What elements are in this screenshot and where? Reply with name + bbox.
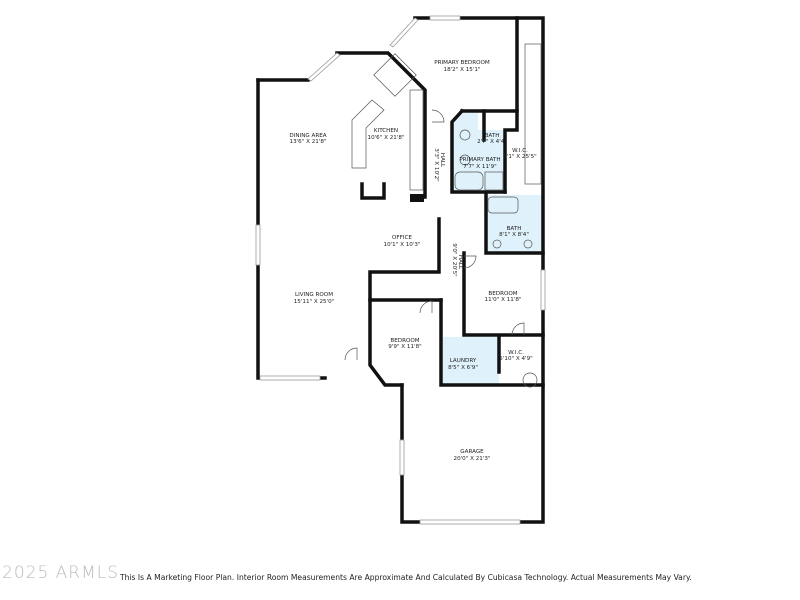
dims-hall-2: 9'0" X 20'5" [451,243,457,277]
closet-shelf [524,43,542,185]
window-living [255,224,261,266]
label-office: OFFICE [392,235,412,241]
label-bath: BATH [507,226,522,232]
watermark: 2025 ARMLS [2,563,120,583]
door-swing [419,300,433,314]
window-living-south [259,375,321,381]
dims-bath: 8'1" X 8'4" [499,232,529,238]
door-swing [463,255,477,269]
door-swing [344,347,358,361]
dims-wic-small: 5'10" X 4'9" [499,356,533,362]
sink-icon [459,129,471,141]
window-bedroom-bay [389,17,419,48]
windows [255,15,546,525]
dims-bedroom-left: 9'9" X 11'8" [388,344,422,350]
door-swing [511,322,525,336]
wall-bath [460,109,519,194]
label-hall-2: HALL [457,255,463,270]
dims-primary-bath: 7'7" X 11'9" [463,164,497,170]
dims-dining-area: 13'6" X 21'8" [290,139,327,145]
wall-bath-2 [484,193,545,255]
kitchen-counter [373,53,417,97]
label-dining-area: DINING AREA [289,133,326,139]
label-primary-bedroom: PRIMARY BEDROOM [434,60,490,66]
wall-column [410,194,424,202]
kitchen-counter-east [409,89,424,191]
wall-pantry [360,182,386,200]
window-garage [399,439,405,476]
wall-bedroom-right [462,251,545,337]
sink-icon [492,239,502,249]
dims-living-room: 15'11" X 25'0" [294,299,335,305]
dims-kitchen: 10'6" X 21'8" [368,135,405,141]
sink-icon [523,239,533,249]
disclaimer-text: This Is A Marketing Floor Plan. Interior… [120,573,692,582]
walls [256,16,545,524]
wall-west [256,78,327,380]
wall-east-garage [400,16,545,524]
bath-floor [486,195,542,253]
dims-office: 10'1" X 10'3" [384,242,421,248]
wall-primary-bath [450,108,507,194]
shower-icon [484,171,504,191]
dims-garage: 20'0" X 21'3" [454,456,491,462]
dims-primary-bedroom: 18'2" X 15'1" [444,67,481,73]
label-hall-1: HALL [439,153,445,168]
window-bedroom [429,15,461,21]
bathtub-icon [487,196,519,214]
laundry-floor [443,337,499,384]
window-bedroom-right [540,269,546,311]
label-wic-primary: W.I.C. [512,148,528,154]
garage-door [419,519,521,525]
sink-icon [459,154,471,166]
label-laundry: LAUNDRY [450,358,477,364]
label-bedroom-right: BEDROOM [488,291,517,297]
label-kitchen: KITCHEN [374,128,398,134]
door-swing [431,109,445,123]
wall-office [368,217,443,302]
label-primary-bath: PRIMARY BATH [459,157,500,163]
label-garage: GARAGE [460,449,484,455]
kitchen-island [351,99,385,169]
dims-bath-small: 2'7" X 4'4" [477,139,507,145]
dims-wic-primary: 5'1" X 25'5" [503,154,537,160]
label-bath-small: BATH [485,133,500,139]
primary-bath-floor [452,113,478,192]
wall-kitchen [335,51,427,199]
room-labels: PRIMARY BEDROOM 18'2" X 15'1" DINING ARE… [289,60,537,462]
label-bedroom-left: BEDROOM [390,338,419,344]
label-living-room: LIVING ROOM [295,292,333,298]
wall-bedroom-left [368,298,404,387]
wall-laundry [439,298,545,387]
dims-hall-1: 3'3" X 10'2" [433,148,439,182]
dims-bedroom-right: 11'0" X 11'8" [485,297,522,303]
fixtures [344,43,542,388]
dims-laundry: 8'5" X 6'9" [448,365,478,371]
window-dining-bay [307,52,341,82]
label-wic-small: W.I.C. [508,350,524,356]
bathtub-icon [454,171,484,191]
water-heater-icon [522,372,538,388]
